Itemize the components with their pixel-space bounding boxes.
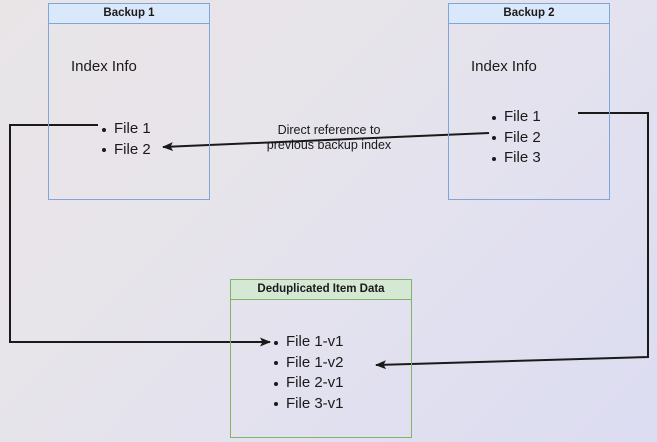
node-dedup-body: File 1-v1 File 1-v2 File 2-v1 File 3-v1	[231, 300, 411, 437]
backup-1-index-info-label: Index Info	[71, 58, 137, 75]
node-backup-1-header: Backup 1	[49, 4, 209, 24]
backup-2-file-list: File 1 File 2 File 3	[491, 107, 541, 169]
node-dedup-header: Deduplicated Item Data	[231, 280, 411, 300]
node-backup-1-body: Index Info File 1 File 2	[49, 24, 209, 199]
node-deduplicated-item-data[interactable]: Deduplicated Item Data File 1-v1 File 1-…	[230, 279, 412, 438]
list-item: File 2-v1	[273, 373, 344, 394]
list-item: File 1-v1	[273, 332, 344, 353]
list-item: File 1	[491, 107, 541, 128]
list-item: File 1	[101, 119, 151, 140]
list-item: File 2	[101, 140, 151, 161]
list-item: File 2	[491, 128, 541, 149]
node-backup-2[interactable]: Backup 2 Index Info File 1 File 2 File 3	[448, 3, 610, 200]
node-backup-2-body: Index Info File 1 File 2 File 3	[449, 24, 609, 199]
list-item: File 3-v1	[273, 394, 344, 415]
list-item: File 1-v2	[273, 353, 344, 374]
node-backup-1[interactable]: Backup 1 Index Info File 1 File 2	[48, 3, 210, 200]
backup-1-file-list: File 1 File 2	[101, 119, 151, 160]
edge-label-direct-reference: Direct reference to previous backup inde…	[266, 123, 392, 152]
list-item: File 3	[491, 148, 541, 169]
backup-2-index-info-label: Index Info	[471, 58, 537, 75]
dedup-file-list: File 1-v1 File 1-v2 File 2-v1 File 3-v1	[273, 332, 344, 414]
node-backup-2-header: Backup 2	[449, 4, 609, 24]
